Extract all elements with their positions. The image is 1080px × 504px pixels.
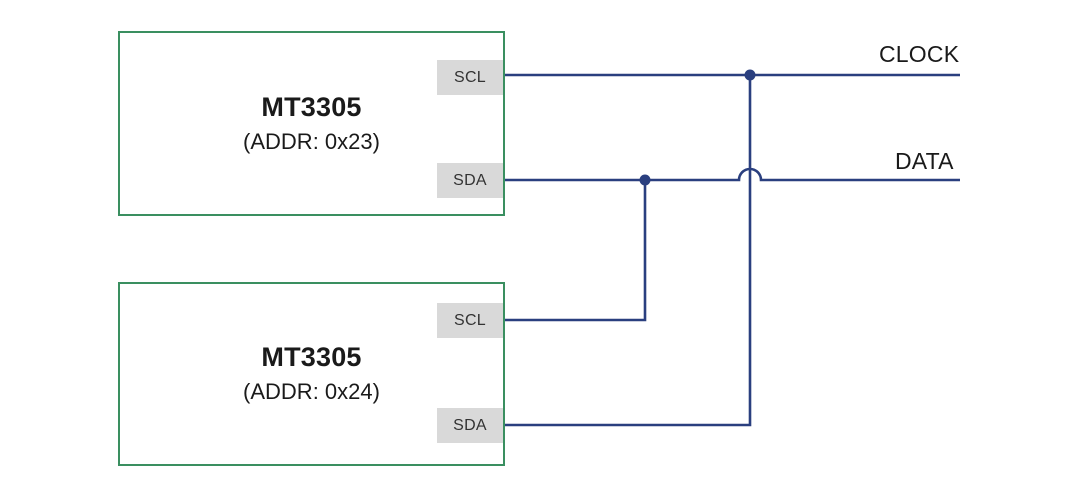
pin-label: SCL xyxy=(453,311,487,329)
device-name: MT3305 xyxy=(261,91,362,122)
device-address: (ADDR: 0x24) xyxy=(243,379,380,405)
pin-label: SCL xyxy=(453,68,487,86)
junction-dot-clock xyxy=(744,69,756,81)
pin-sda-device-1[interactable]: SDA xyxy=(437,163,503,198)
pin-scl-device-2[interactable]: SCL xyxy=(437,303,503,338)
wire-bottom-scl xyxy=(505,180,647,322)
junction-dot-data xyxy=(639,174,651,186)
wire-bottom-sda xyxy=(505,75,752,427)
pin-scl-device-1[interactable]: SCL xyxy=(437,60,503,95)
wire-data-bus xyxy=(505,167,960,182)
pin-sda-device-2[interactable]: SDA xyxy=(437,408,503,443)
pin-label: SDA xyxy=(453,416,487,434)
bus-label-clock: CLOCK xyxy=(879,41,960,67)
bus-label-data: DATA xyxy=(895,148,954,174)
device-address: (ADDR: 0x23) xyxy=(243,128,380,154)
pin-label: SDA xyxy=(453,171,487,189)
device-name: MT3305 xyxy=(261,342,362,373)
